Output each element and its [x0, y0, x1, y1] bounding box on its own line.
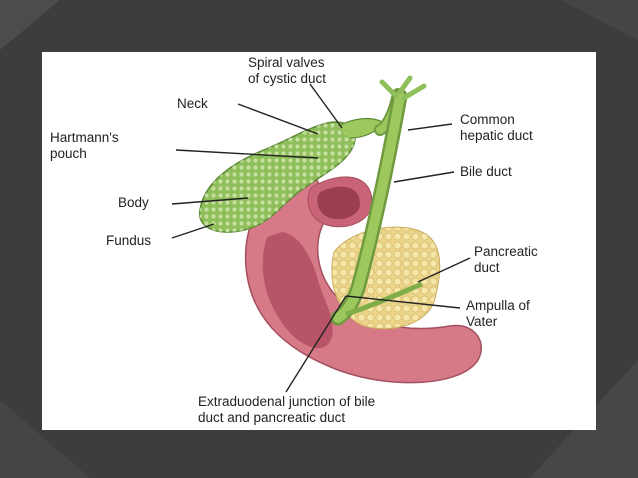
diagram-illustration: [171, 75, 483, 393]
fundus-label: Fundus: [106, 233, 152, 248]
duodenum: [244, 173, 483, 384]
spiral-valves-label: Spiral valves of cystic duct: [248, 55, 327, 86]
hartmanns-pouch-label: Hartmann's pouch: [50, 130, 119, 161]
leader-lines: [171, 83, 471, 393]
anatomy-diagram: Spiral valves of cystic duct Neck Hartma…: [42, 52, 596, 430]
gallbladder: [199, 117, 383, 233]
body-label: Body: [118, 195, 149, 210]
extraduodenal-junction-label: Extraduodenal junction of bile duct and …: [198, 394, 376, 425]
pancreatic-duct-label: Pancreatic duct: [474, 244, 538, 275]
neck-label: Neck: [177, 96, 208, 111]
bile-duct-label: Bile duct: [460, 164, 512, 179]
common-hepatic-duct-label: Common hepatic duct: [460, 112, 533, 143]
ampulla-of-vater-label: Ampulla of Vater: [466, 298, 530, 329]
